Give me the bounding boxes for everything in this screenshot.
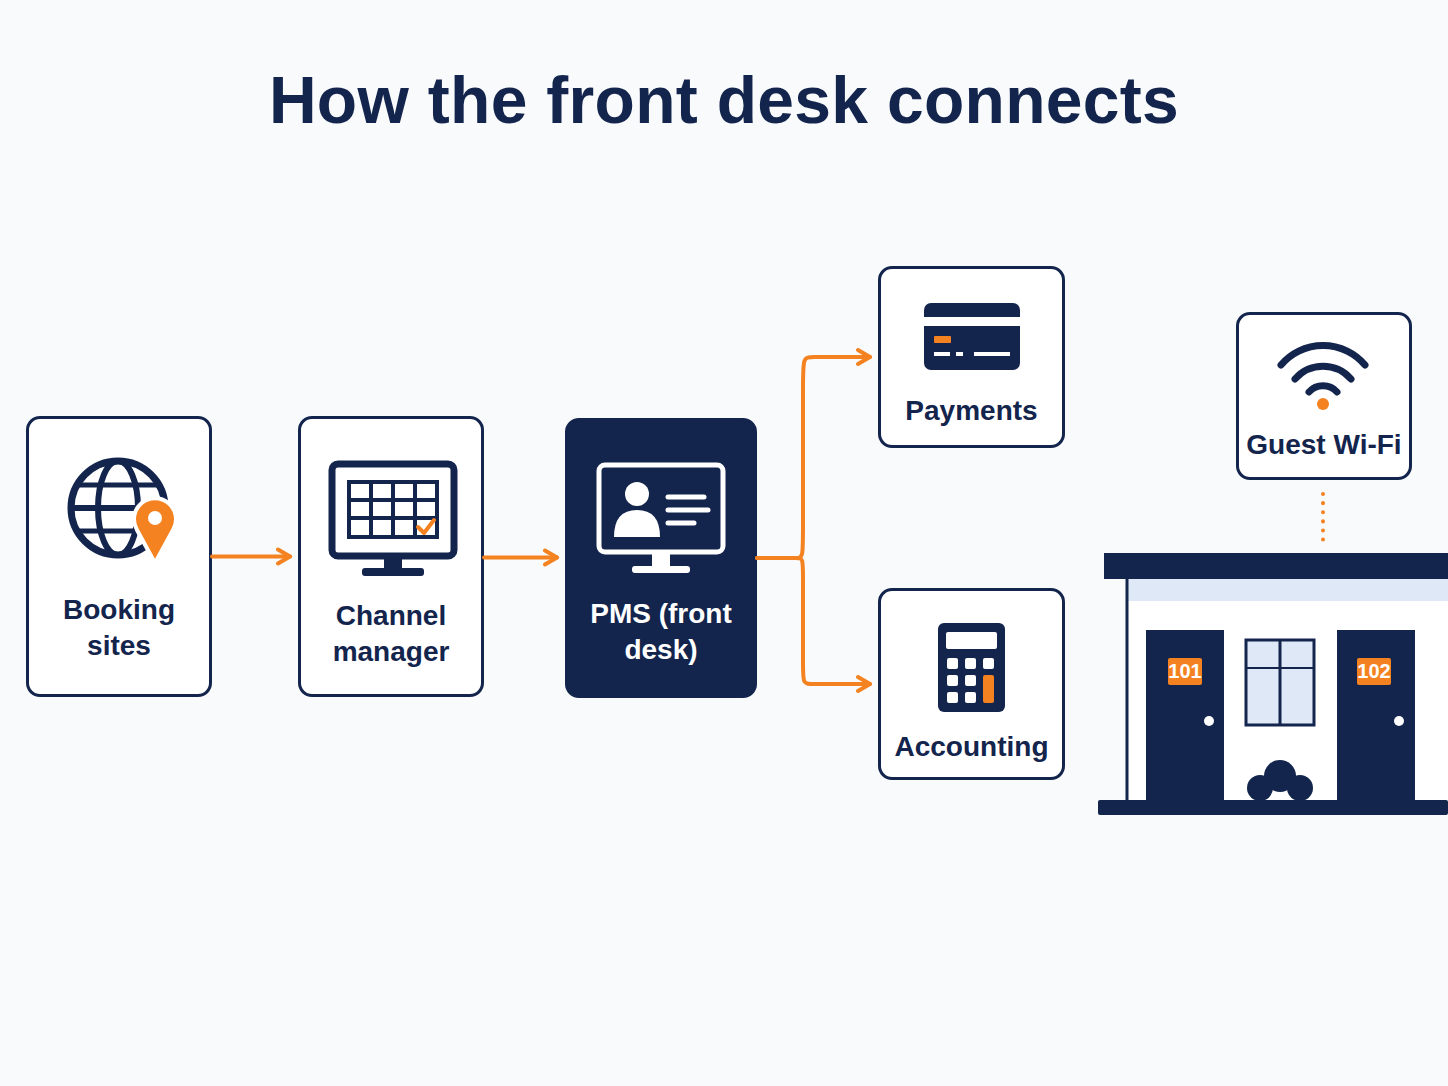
node-label: Guest Wi-Fi: [1236, 427, 1412, 463]
person-body: [614, 510, 660, 537]
service-box: Accounting: [878, 588, 1065, 780]
wall-band: [1126, 579, 1448, 601]
check-mark: [418, 520, 434, 533]
calendar-grid: [349, 482, 437, 537]
profile-monitor-icon: [599, 465, 723, 573]
door-knob: [1204, 716, 1214, 726]
card-chip: [934, 336, 951, 343]
node-label: Booking sites: [44, 592, 194, 664]
hotel-building: [1098, 553, 1448, 815]
calculator-body: [938, 623, 1005, 712]
card-digits: [934, 352, 950, 356]
flow-arrow: [757, 558, 870, 684]
room-number: 101: [1168, 658, 1202, 685]
flow-arrow: [212, 555, 290, 559]
card-digits: [974, 352, 1010, 356]
bush: [1247, 775, 1273, 801]
calculator-key: [947, 675, 958, 686]
node-label: Payments: [882, 393, 1062, 429]
globe-equator: [71, 505, 165, 511]
monitor-stand: [384, 556, 402, 568]
calculator-key: [947, 658, 958, 669]
calculator-key: [983, 658, 994, 669]
wifi-arc: [1309, 386, 1337, 392]
calculator-key: [965, 658, 976, 669]
wall-edge: [1126, 579, 1129, 801]
service-box: Guest Wi-Fi: [1236, 312, 1412, 480]
building-roof: [1104, 553, 1448, 579]
room-number: 102: [1357, 658, 1391, 685]
location-pin: [134, 498, 176, 563]
calculator-key: [947, 692, 958, 703]
grid-line: [369, 482, 373, 537]
calendar-monitor-icon: [332, 464, 454, 576]
door-number-plate: [1357, 658, 1391, 685]
text-line: [668, 521, 694, 526]
monitor-screen: [332, 464, 454, 556]
text-line: [668, 508, 708, 513]
text-line: [668, 495, 704, 500]
wifi-arc: [1295, 366, 1351, 379]
room-door: [1146, 630, 1224, 802]
card-digits: [956, 352, 963, 356]
calculator-key: [965, 692, 976, 703]
node-label: PMS (front desk): [569, 596, 753, 668]
window: [1246, 640, 1314, 725]
flow-arrow: [757, 357, 870, 558]
calculator-key: [965, 675, 976, 686]
bush: [1287, 775, 1313, 801]
card-stripe: [924, 317, 1020, 326]
grid-line: [391, 482, 395, 537]
globe-meridian: [98, 461, 138, 555]
monitor-base: [632, 566, 690, 573]
wifi-arc: [1281, 346, 1365, 365]
door-knob: [1394, 716, 1404, 726]
wifi-icon: [1281, 346, 1365, 410]
door-number-plate: [1168, 658, 1202, 685]
globe-icon: [71, 461, 176, 563]
globe-parallel: [79, 529, 157, 534]
process-box: Channel manager: [298, 416, 484, 697]
building-wall: [1126, 579, 1448, 801]
credit-card-icon: [924, 303, 1020, 370]
wifi-dot: [1317, 398, 1329, 410]
central-system-box: PMS (front desk): [565, 418, 757, 698]
signal-dots: [1321, 494, 1325, 540]
card-body: [924, 303, 1020, 370]
service-box: Payments: [878, 266, 1065, 448]
grid-line: [349, 498, 437, 502]
window-mullion: [1246, 667, 1314, 669]
node-label: Channel manager: [316, 598, 466, 670]
node-label: Accounting: [882, 729, 1062, 765]
diagram-title: How the front desk connects: [0, 62, 1448, 138]
bush: [1264, 760, 1296, 792]
room-door: [1337, 630, 1415, 802]
calculator-icon: [938, 623, 1005, 712]
globe-outline: [71, 461, 165, 555]
window-mullion: [1279, 640, 1282, 725]
pin-dot: [148, 511, 162, 525]
calculator-screen: [946, 632, 997, 649]
monitor-screen: [599, 465, 723, 552]
monitor-stand: [652, 552, 670, 566]
grid-line: [413, 482, 417, 537]
globe-parallel: [79, 483, 157, 488]
process-box: Booking sites: [26, 416, 212, 697]
ground: [1098, 800, 1448, 815]
grid-line: [349, 516, 437, 520]
person-head: [625, 482, 649, 506]
monitor-base: [362, 568, 424, 576]
calculator-key: [983, 675, 994, 703]
flow-arrow: [484, 556, 557, 560]
